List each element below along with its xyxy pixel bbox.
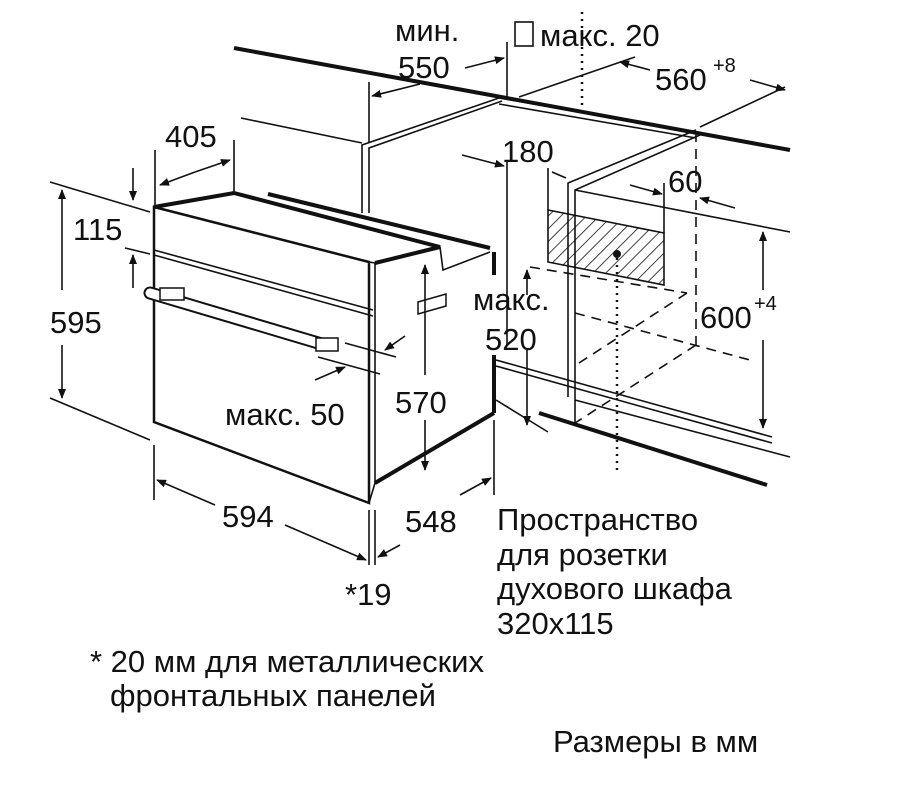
label-180: 180 (502, 134, 554, 169)
label-min: мин. (395, 13, 459, 48)
label-60: 60 (668, 164, 702, 199)
label-570: 570 (395, 385, 447, 420)
label-115: 115 (73, 212, 122, 247)
label-600: 600 (700, 300, 752, 335)
footnote: * 20 мм для металлических фронтальных па… (90, 644, 484, 713)
label-max50: макс. 50 (225, 397, 345, 432)
socket-note: Пространство для розетки духового шкафа … (497, 502, 733, 641)
socket-note-line: Пространство (497, 502, 698, 537)
label-550: 550 (398, 50, 450, 85)
socket-point-icon (613, 250, 621, 258)
label-600-tolerance: +4 (754, 293, 777, 315)
socket-note-line: для розетки (497, 537, 668, 572)
dimension-lines (49, 21, 786, 565)
label-595: 595 (50, 305, 102, 340)
label-star19: *19 (345, 577, 392, 612)
footnote-line: * 20 мм для металлических (90, 644, 484, 679)
label-max20: макс. 20 (540, 18, 660, 53)
label-560-tolerance: +8 (713, 55, 736, 77)
label-520: 520 (485, 322, 537, 357)
socket-area (529, 12, 751, 475)
label-560: 560 (655, 62, 707, 97)
label-548: 548 (405, 504, 457, 539)
oven (143, 190, 496, 505)
dimension-labels: мин. 550 макс. 20 560 +8 405 115 595 180… (50, 13, 777, 612)
socket-note-line: духового шкафа (497, 571, 733, 606)
units-note: Размеры в мм (553, 724, 758, 759)
socket-note-line: 320x115 (497, 606, 614, 641)
label-594: 594 (222, 499, 274, 534)
cabinet (233, 46, 791, 487)
footnote-line: фронтальных панелей (110, 678, 436, 713)
label-max: макс. (473, 282, 550, 317)
square-symbol-icon (514, 21, 534, 47)
label-405: 405 (165, 119, 217, 154)
